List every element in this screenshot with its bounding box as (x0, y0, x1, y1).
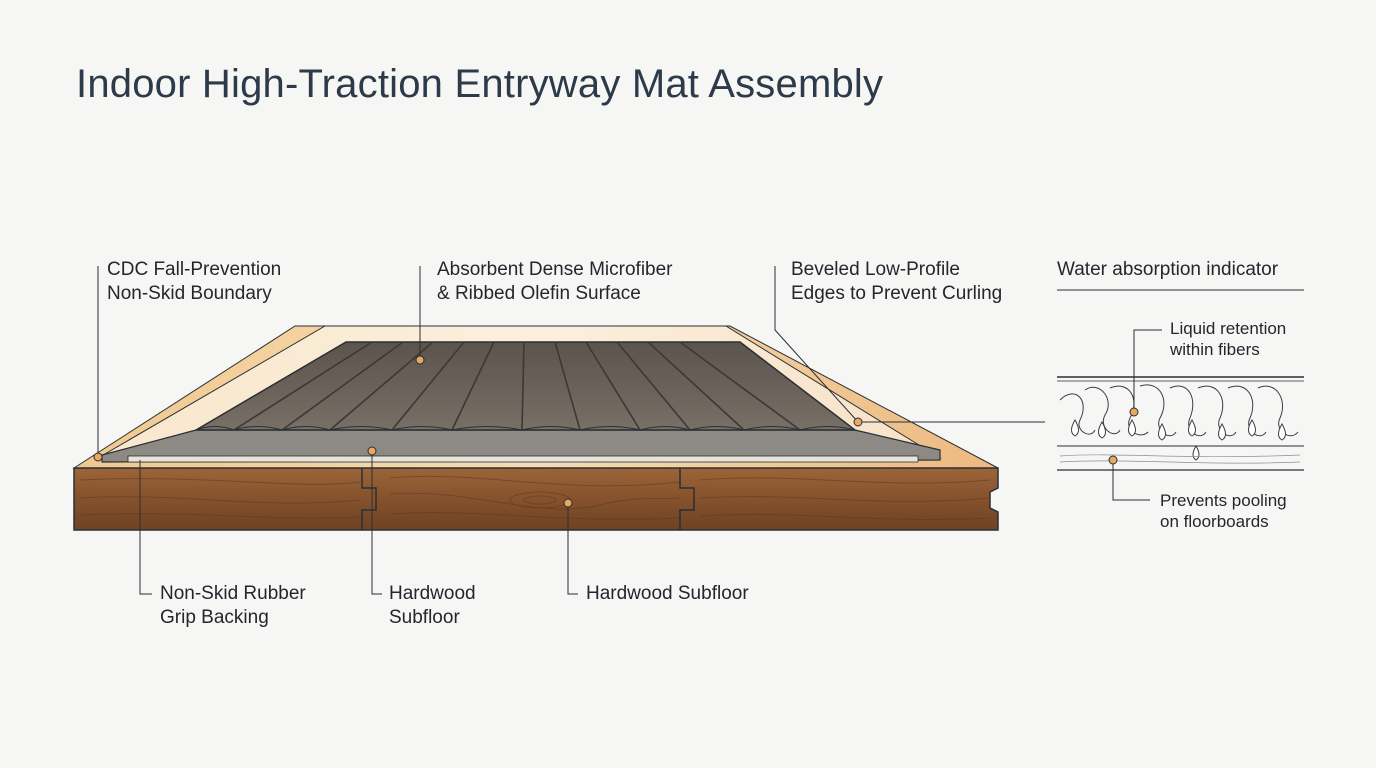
inset-retention-line2: within fibers (1170, 340, 1260, 359)
edge-marker (853, 417, 863, 427)
callout-backing-line1: Non-Skid Rubber (160, 583, 306, 604)
hardwood-subfloor-board (73, 467, 999, 531)
callout-boundary-line1: CDC Fall-Prevention (107, 259, 282, 280)
retention-marker (1129, 407, 1139, 417)
callout-subfloor: Hardwood Subfloor (586, 582, 749, 606)
callout-surface: Absorbent Dense Microfiber & Ribbed Olef… (437, 258, 673, 306)
microfiber-surface (193, 341, 858, 431)
callout-backing-line2: Grip Backing (160, 607, 269, 628)
inset-heading: Water absorption indicator (1057, 259, 1279, 280)
inset-pooling-line2: on floorboards (1160, 512, 1269, 531)
board-joint-left (361, 468, 377, 530)
callout-backing: Non-Skid Rubber Grip Backing (160, 582, 306, 630)
surface-marker (415, 355, 425, 365)
diagram-title: Indoor High-Traction Entryway Mat Assemb… (76, 62, 884, 106)
callout-boundary-line2: Non-Skid Boundary (107, 283, 272, 304)
inset-pooling: Prevents pooling on floorboards (1160, 490, 1287, 532)
pooling-marker (1108, 455, 1118, 465)
inset-retention: Liquid retention within fibers (1170, 318, 1286, 360)
callout-boundary: CDC Fall-Prevention Non-Skid Boundary (107, 258, 281, 306)
callout-edges: Beveled Low-Profile Edges to Prevent Cur… (791, 258, 1002, 306)
callout-subfloor-joint-line1: Hardwood (389, 583, 476, 604)
olefin-ribs (233, 341, 801, 431)
absorption-inset (1057, 376, 1304, 471)
backing-marker (367, 446, 377, 456)
callout-subfloor-joint: Hardwood Subfloor (389, 582, 476, 630)
callout-subfloor-line1: Hardwood Subfloor (586, 583, 749, 604)
callout-surface-line1: Absorbent Dense Microfiber (437, 259, 673, 280)
callout-subfloor-joint-line2: Subfloor (389, 607, 460, 628)
boundary-marker (93, 452, 103, 462)
subfloor-marker (563, 498, 573, 508)
callout-edges-line2: Edges to Prevent Curling (791, 283, 1003, 304)
inset-retention-line1: Liquid retention (1170, 319, 1287, 338)
callout-surface-line2: & Ribbed Olefin Surface (437, 283, 641, 304)
inset-pooling-line1: Prevents pooling (1160, 491, 1287, 510)
board-joint-right (679, 468, 695, 530)
callout-edges-line1: Beveled Low-Profile (791, 259, 960, 280)
